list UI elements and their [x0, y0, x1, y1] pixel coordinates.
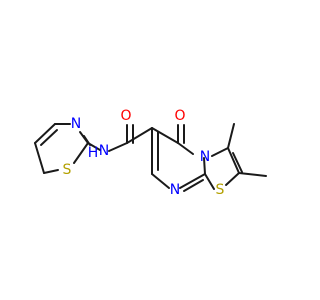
bond — [151, 127, 179, 144]
atom-label-n-bridge: N — [200, 149, 210, 165]
bond — [227, 147, 240, 174]
atom-label-s-left: S — [63, 162, 72, 178]
bond — [87, 142, 101, 151]
bond — [227, 123, 235, 149]
bond — [34, 142, 45, 174]
atom-label-n-left-ring: N — [71, 116, 81, 132]
atom-label-o-keto: O — [174, 108, 185, 124]
bond — [203, 157, 206, 175]
bond — [183, 179, 204, 192]
bond — [151, 173, 170, 189]
bond — [40, 129, 58, 146]
bond — [43, 169, 59, 174]
atom-label-s-right: S — [216, 182, 225, 198]
bond — [204, 173, 215, 190]
atom-label-n-pyrimidine: N — [170, 182, 180, 198]
bond-layer — [34, 123, 267, 192]
bond — [211, 147, 229, 157]
atom-label-n-amide: N — [99, 143, 109, 159]
atom-label-h-amide: H — [88, 145, 99, 161]
bond — [126, 127, 153, 144]
molecule-structure: S N N H O O N N S — [34, 108, 267, 198]
bond — [225, 172, 240, 186]
atom-label-o-amide: O — [120, 108, 131, 124]
bond — [232, 152, 243, 173]
bond — [179, 173, 206, 189]
bond — [108, 142, 128, 152]
bond — [238, 172, 267, 177]
bond — [177, 142, 194, 155]
bond — [34, 123, 56, 144]
bond — [73, 142, 89, 164]
atom-labels: S N N H O O N N S — [63, 108, 225, 198]
